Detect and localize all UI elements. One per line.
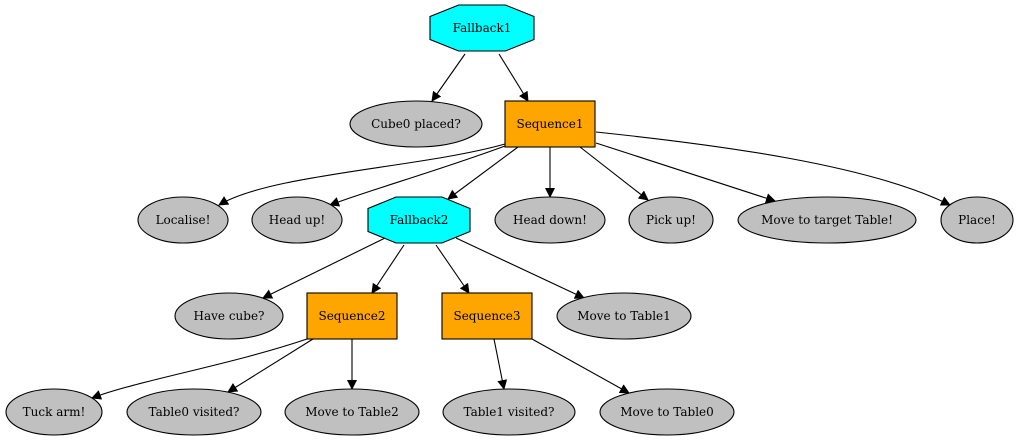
- leaf-ellipse: [5, 388, 103, 436]
- node-label: Fallback1: [453, 21, 512, 35]
- edge-sequence1-to-move-target: [595, 142, 776, 203]
- leaf-ellipse: [137, 196, 229, 244]
- edge-fallback2-to-sequence3: [435, 244, 470, 294]
- sequence-box: [306, 292, 398, 340]
- edge-sequence1-to-pick-up: [579, 146, 649, 201]
- node-place: Place!: [940, 196, 1014, 244]
- node-label: Tuck arm!: [23, 405, 86, 419]
- edge-sequence2-to-tuck-arm: [91, 338, 308, 400]
- node-label: Move to target Table!: [761, 213, 893, 227]
- node-table1-visited: Table1 visited?: [442, 388, 576, 436]
- leaf-ellipse: [442, 388, 576, 436]
- leaf-ellipse: [284, 388, 420, 436]
- node-head-up: Head up!: [251, 196, 343, 244]
- edge-fallback2-to-sequence2: [371, 244, 405, 294]
- node-label: Have cube?: [194, 309, 265, 323]
- leaf-ellipse: [251, 196, 343, 244]
- edge-fallback1-to-cube0-placed: [431, 53, 466, 102]
- fallback-octagon: [367, 196, 471, 244]
- node-label: Head up!: [269, 213, 325, 227]
- edge-fallback2-to-move-table1: [455, 237, 585, 299]
- leaf-ellipse: [349, 100, 483, 148]
- node-have-cube: Have cube?: [174, 292, 284, 340]
- fallback-octagon: [429, 4, 535, 52]
- node-head-down: Head down!: [494, 196, 606, 244]
- leaf-ellipse: [556, 292, 692, 340]
- node-label: Sequence3: [453, 309, 520, 323]
- leaf-ellipse: [126, 388, 262, 436]
- node-label: Pick up!: [646, 213, 696, 227]
- node-label: Place!: [958, 213, 996, 227]
- node-sequence2: Sequence2: [306, 292, 398, 340]
- node-tuck-arm: Tuck arm!: [5, 388, 103, 436]
- sequence-box: [504, 100, 596, 148]
- node-fallback2: Fallback2: [367, 196, 471, 244]
- node-label: Move to Table2: [305, 405, 399, 419]
- edges-layer: [91, 53, 951, 400]
- node-fallback1: Fallback1: [429, 4, 535, 52]
- node-label: Move to Table1: [577, 309, 671, 323]
- node-label: Table0 visited?: [149, 405, 240, 419]
- leaf-ellipse: [940, 196, 1014, 244]
- node-label: Cube0 placed?: [371, 117, 461, 131]
- node-table0-visited: Table0 visited?: [126, 388, 262, 436]
- leaf-ellipse: [494, 196, 606, 244]
- node-label: Localise!: [156, 213, 211, 227]
- node-move-target: Move to target Table!: [737, 196, 917, 244]
- node-label: Sequence2: [318, 309, 385, 323]
- node-move-table2: Move to Table2: [284, 388, 420, 436]
- leaf-ellipse: [628, 196, 714, 244]
- edge-sequence1-to-localise: [218, 143, 506, 206]
- edge-sequence3-to-move-table0: [531, 338, 630, 394]
- node-move-table0: Move to Table0: [599, 388, 735, 436]
- edge-sequence2-to-table0-visited: [227, 338, 314, 393]
- edge-sequence1-to-head-up: [329, 145, 506, 207]
- edge-fallback1-to-sequence1: [498, 53, 529, 102]
- edge-sequence1-to-fallback2: [447, 146, 519, 200]
- leaf-ellipse: [599, 388, 735, 436]
- node-label: Head down!: [513, 213, 587, 227]
- node-sequence3: Sequence3: [441, 292, 533, 340]
- node-label: Table1 visited?: [464, 405, 555, 419]
- sequence-box: [441, 292, 533, 340]
- node-label: Fallback2: [390, 213, 449, 227]
- node-move-table1: Move to Table1: [556, 292, 692, 340]
- edge-fallback2-to-have-cube: [262, 237, 386, 299]
- edge-sequence1-to-place: [595, 131, 951, 206]
- node-label: Sequence1: [516, 117, 583, 131]
- node-pick-up: Pick up!: [628, 196, 714, 244]
- node-sequence1: Sequence1: [504, 100, 596, 148]
- leaf-ellipse: [737, 196, 917, 244]
- node-label: Move to Table0: [620, 405, 714, 419]
- node-localise: Localise!: [137, 196, 229, 244]
- node-cube0-placed: Cube0 placed?: [349, 100, 483, 148]
- edge-sequence3-to-table1-visited: [493, 338, 508, 390]
- leaf-ellipse: [174, 292, 284, 340]
